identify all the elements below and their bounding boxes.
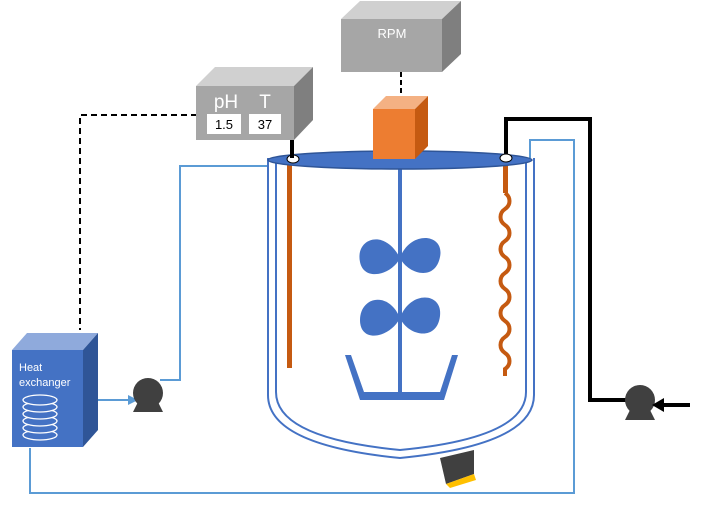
return-line [29, 139, 575, 494]
sensor-signal-line [79, 114, 197, 330]
ph-value-field [207, 114, 241, 134]
right-probe-stem [503, 163, 508, 193]
lower-impeller-blade [360, 297, 441, 336]
heat-exchanger-label-line1: Heat [19, 362, 42, 374]
circulation-lines [29, 139, 575, 494]
right-pump-icon [625, 385, 655, 420]
heat-coil-icon [22, 394, 58, 441]
bottom-valve [440, 450, 476, 488]
ph-label: pH [214, 92, 238, 113]
flow-arrow-icon [128, 395, 138, 405]
upper-impeller-blade [359, 237, 441, 275]
inlet-arrow-icon [652, 398, 664, 412]
temp-value-field [249, 114, 281, 134]
motor-block [373, 96, 428, 159]
heat-exchanger: Heat exchanger [12, 333, 98, 447]
ph-value: 1.5 [215, 117, 233, 132]
temp-label: T [259, 92, 271, 113]
left-probe [287, 163, 292, 368]
feed-line [504, 117, 634, 402]
left-pump-icon [133, 378, 163, 412]
impeller-assembly [345, 165, 458, 400]
rpm-label: RPM [378, 26, 407, 41]
heat-exchanger-label-line2: exchanger [19, 377, 71, 389]
heating-coil [498, 191, 512, 376]
temp-value: 37 [258, 117, 272, 132]
rpm-box: RPM [341, 1, 461, 72]
pump-to-reactor-line [160, 165, 280, 381]
impeller-shaft [398, 165, 402, 395]
lid-port-right [499, 153, 513, 163]
sensor-box: pH T 1.5 37 [196, 67, 313, 140]
